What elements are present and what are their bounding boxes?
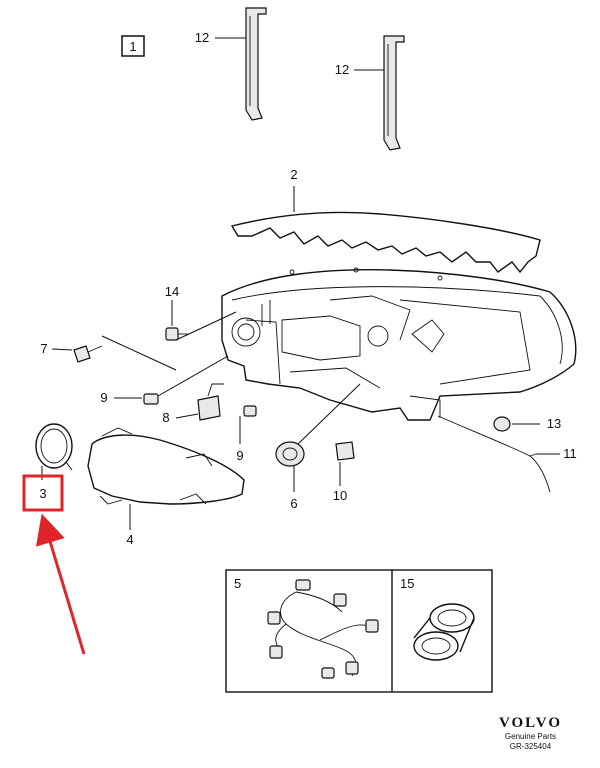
callout-3: 3 — [39, 486, 46, 501]
callout-12-left: 12 — [195, 30, 209, 45]
part-7-screw — [73, 345, 103, 363]
brand-block: VOLVO Genuine Parts GR-325404 — [499, 715, 562, 752]
headlamp-housing — [221, 267, 577, 421]
callout-15: 15 — [400, 576, 414, 591]
view-marker-label: 1 — [129, 39, 136, 54]
callout-7: 7 — [40, 341, 47, 356]
callout-5: 5 — [234, 576, 241, 591]
callout-12-right: 12 — [335, 62, 349, 77]
part-2-trim-strip — [230, 211, 541, 274]
part-3-ring — [35, 423, 73, 471]
highlight-arrow — [35, 513, 86, 655]
brand-logo: VOLVO — [498, 715, 562, 731]
part-8-bulb-holder — [197, 383, 224, 421]
part-10-bulb — [335, 441, 355, 461]
part-15-sleeve — [413, 603, 475, 661]
part-6-socket — [275, 441, 305, 467]
callout-6: 6 — [290, 496, 297, 511]
part-4-cover — [87, 427, 245, 505]
callout-10: 10 — [333, 488, 347, 503]
part-9-bulb-lower — [243, 405, 257, 417]
callout-11: 11 — [563, 446, 577, 461]
callout-4: 4 — [126, 532, 133, 547]
part-5-harness — [267, 579, 379, 679]
part-12-clip-right — [383, 35, 405, 151]
callout-13: 13 — [547, 416, 561, 431]
callout-8: 8 — [162, 410, 169, 425]
callout-9-upper: 9 — [100, 390, 107, 405]
brand-line-1: Genuine Parts — [504, 732, 557, 741]
callout-14: 14 — [165, 284, 179, 299]
part-14-clip — [165, 327, 188, 341]
callout-9-lower: 9 — [236, 448, 243, 463]
brand-line-2: GR-325404 — [509, 742, 552, 751]
part-3-highlight-box — [22, 474, 64, 512]
part-13-clip — [493, 416, 511, 432]
callout-2: 2 — [290, 167, 297, 182]
part-11-wire — [437, 415, 551, 493]
view-marker: 1 — [121, 35, 145, 57]
part-9-bulb-upper — [143, 393, 159, 405]
part-12-clip-left — [245, 7, 267, 121]
